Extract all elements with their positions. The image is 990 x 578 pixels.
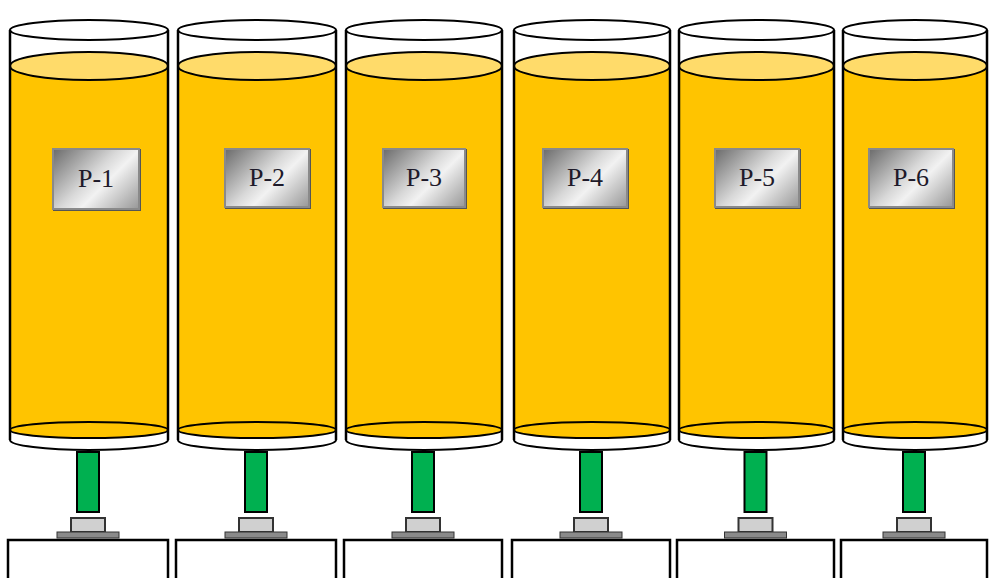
valve: [574, 518, 608, 532]
tank-liquid: [514, 66, 670, 430]
outlet-pipe: [77, 452, 99, 512]
tank-liquid: [679, 66, 834, 430]
valve: [71, 518, 105, 532]
tank-liquid: [843, 66, 987, 430]
valve: [739, 518, 773, 532]
outlet-pipe: [745, 452, 767, 512]
liquid-surface: [178, 52, 336, 80]
tank-wall: [513, 30, 516, 440]
tank-glass: [10, 30, 168, 440]
tank-rim: [10, 20, 168, 40]
tank-liquid: [178, 66, 336, 430]
tank-wall: [842, 30, 845, 440]
tank-rim: [346, 20, 502, 40]
liquid-surface: [514, 52, 670, 80]
liquid-bottom: [346, 422, 502, 438]
tank-wall: [669, 30, 672, 440]
liquid-bottom: [10, 422, 168, 438]
tank-label-plate: P-6: [868, 148, 954, 208]
tank-bottom: [346, 440, 502, 450]
tank-liquid: [346, 66, 502, 430]
tank-wall: [167, 30, 170, 440]
tank-wall: [335, 30, 338, 440]
tank-glass: [178, 30, 336, 440]
outlet-pipe: [245, 452, 267, 512]
tank-base: [512, 540, 670, 578]
tank-wall: [986, 30, 989, 440]
tank-label: P-5: [739, 165, 775, 191]
valve: [239, 518, 273, 532]
valve-flange: [225, 532, 287, 538]
tank-base: [8, 540, 168, 578]
tank-liquid: [10, 66, 168, 430]
tank-rim: [679, 20, 834, 40]
tank-bottom: [843, 440, 987, 450]
tank-wall: [501, 30, 504, 440]
tank-wall: [177, 30, 180, 440]
tank-label: P-3: [406, 165, 442, 191]
liquid-surface: [10, 52, 168, 80]
tank-rim: [514, 20, 670, 40]
tank-bottom: [514, 440, 670, 450]
tank-label: P-6: [893, 165, 929, 191]
outlet-pipe: [412, 452, 434, 512]
tank-base: [344, 540, 502, 578]
liquid-bottom: [843, 422, 987, 438]
tank-base: [677, 540, 834, 578]
tank-base: [841, 540, 987, 578]
tank-bottom: [178, 440, 336, 450]
liquid-surface: [679, 52, 834, 80]
tank-glass: [679, 30, 834, 440]
liquid-bottom: [679, 422, 834, 438]
outlet-pipe: [903, 452, 925, 512]
tank-rim: [178, 20, 336, 40]
valve-flange: [883, 532, 945, 538]
tank-label-plate: P-1: [52, 148, 140, 210]
tank-bottom: [10, 440, 168, 450]
tank-rim: [843, 20, 987, 40]
outlet-pipe: [580, 452, 602, 512]
liquid-surface: [346, 52, 502, 80]
tank-label-plate: P-2: [224, 148, 310, 208]
tank-wall: [9, 30, 12, 440]
tank-base: [176, 540, 336, 578]
tank-glass: [346, 30, 502, 440]
tank-label-plate: P-5: [714, 148, 800, 208]
tank-wall: [345, 30, 348, 440]
liquid-surface: [843, 52, 987, 80]
valve-flange: [392, 532, 454, 538]
tank-label-plate: P-3: [382, 148, 466, 208]
tank-label: P-4: [567, 165, 603, 191]
tank-wall: [678, 30, 681, 440]
liquid-bottom: [514, 422, 670, 438]
valve: [406, 518, 440, 532]
valve-flange: [57, 532, 119, 538]
valve-flange: [560, 532, 622, 538]
tank-wall: [833, 30, 836, 440]
liquid-bottom: [178, 422, 336, 438]
tank-label-plate: P-4: [542, 148, 628, 208]
valve: [897, 518, 931, 532]
tank-label: P-1: [78, 166, 114, 192]
tank-glass: [514, 30, 670, 440]
tank-label: P-2: [249, 165, 285, 191]
tank-bottom: [679, 440, 834, 450]
tank-glass: [843, 30, 987, 440]
valve-flange: [725, 532, 787, 538]
